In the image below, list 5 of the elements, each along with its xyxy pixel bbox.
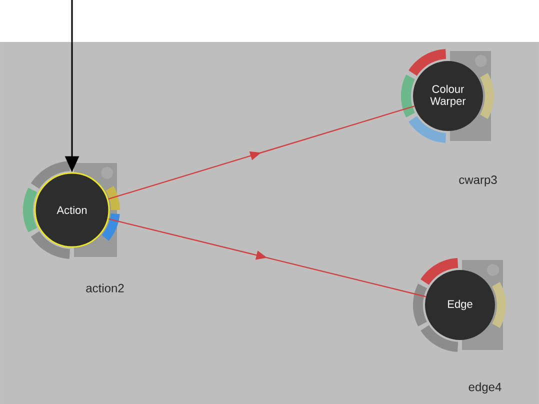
node-name-label: cwarp3 xyxy=(459,176,497,186)
connection-line xyxy=(108,106,414,200)
node-name-label: edge4 xyxy=(468,382,502,394)
node-name-label: action2 xyxy=(86,284,124,292)
connection-line xyxy=(108,218,426,298)
